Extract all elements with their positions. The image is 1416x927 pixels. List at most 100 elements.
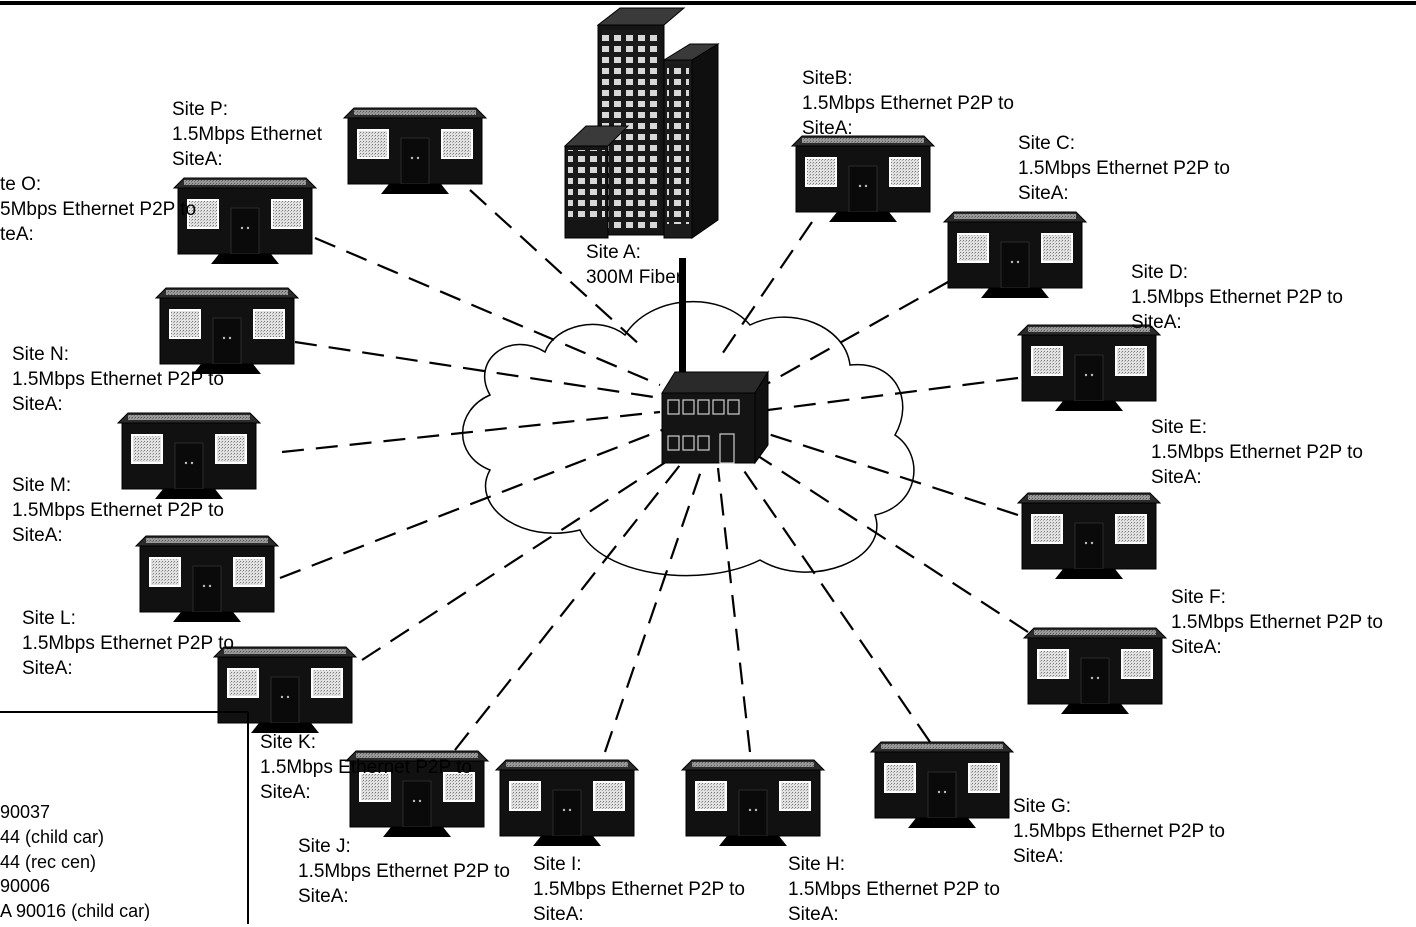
site-g-speed: 1.5Mbps Ethernet P2P to <box>1013 821 1225 842</box>
link-site-h <box>716 467 752 753</box>
link-site-j <box>454 464 681 751</box>
site-p-name: Site P: <box>172 99 228 120</box>
site-l-name: Site L: <box>22 608 76 629</box>
site-o-label: te O: 5Mbps Ethernet P2P to teA: <box>0 172 196 247</box>
site-j-house-icon <box>344 750 490 837</box>
site-i-speed: 1.5Mbps Ethernet P2P to <box>533 879 745 900</box>
site-f-house-icon <box>1022 627 1168 714</box>
site-g-name: Site G: <box>1013 796 1072 817</box>
site-l-label: Site L: 1.5Mbps Ethernet P2P to SiteA: <box>22 606 234 681</box>
site-houses-group <box>116 107 1168 846</box>
site-h-target: SiteA: <box>788 904 839 925</box>
site-j-speed: 1.5Mbps Ethernet P2P to <box>298 861 510 882</box>
site-e-name: Site E: <box>1151 417 1207 438</box>
link-site-o <box>314 236 661 387</box>
site-e-label: Site E: 1.5Mbps Ethernet P2P to SiteA: <box>1151 415 1363 490</box>
site-n-name: Site N: <box>12 344 70 365</box>
site-g-house-icon <box>869 741 1015 828</box>
site-o-house-icon <box>172 177 318 264</box>
link-site-f <box>751 451 1029 633</box>
site-p-house-icon <box>342 107 488 194</box>
legend-line: 90037 <box>0 802 51 822</box>
site-c-house-icon <box>942 211 1088 298</box>
site-l-speed: 1.5Mbps Ethernet P2P to <box>22 633 234 654</box>
building-icon <box>563 7 720 239</box>
site-k-target: SiteA: <box>260 782 311 803</box>
site-p-speed: 1.5Mbps Ethernet <box>172 124 322 145</box>
site-o-speed: 5Mbps Ethernet P2P to <box>0 199 197 220</box>
link-site-c <box>764 281 949 386</box>
site-c-name: Site C: <box>1018 133 1076 154</box>
site-i-target: SiteA: <box>533 904 584 925</box>
site-h-speed: 1.5Mbps Ethernet P2P to <box>788 879 1000 900</box>
site-k-speed: 1.5Mbps Ethernet P2P to <box>260 757 472 778</box>
site-a-name: Site A: <box>586 242 641 263</box>
site-g-target: SiteA: <box>1013 846 1064 867</box>
site-j-name: Site J: <box>298 836 351 857</box>
site-p-label: Site P: 1.5Mbps Ethernet SiteA: <box>172 97 322 172</box>
site-e-house-icon <box>1016 492 1162 579</box>
site-f-label: Site F: 1.5Mbps Ethernet P2P to SiteA: <box>1171 585 1383 660</box>
link-site-m <box>281 410 661 454</box>
site-o-target: teA: <box>0 224 34 245</box>
site-a-label: Site A: 300M Fiber <box>586 240 682 290</box>
legend-line: 44 (rec cen) <box>0 852 97 872</box>
legend-line: 44 (child car) <box>0 827 105 847</box>
site-d-target: SiteA: <box>1131 312 1182 333</box>
link-site-p <box>469 189 641 346</box>
link-site-b <box>717 221 813 361</box>
site-n-target: SiteA: <box>12 394 63 415</box>
router-antenna <box>679 258 686 374</box>
site-h-name: Site H: <box>788 854 846 875</box>
site-n-house-icon <box>154 287 300 374</box>
site-j-label: Site J: 1.5Mbps Ethernet P2P to SiteA: <box>298 834 510 909</box>
site-b-target: SiteA: <box>802 118 853 139</box>
site-l-target: SiteA: <box>22 658 73 679</box>
link-site-i <box>603 467 704 753</box>
site-c-label: Site C: 1.5Mbps Ethernet P2P to SiteA: <box>1018 131 1230 206</box>
site-o-name: te O: <box>0 174 42 195</box>
site-k-name: Site K: <box>260 732 316 753</box>
link-site-n <box>294 340 661 400</box>
site-h-house-icon <box>680 759 826 846</box>
site-d-speed: 1.5Mbps Ethernet P2P to <box>1131 287 1343 308</box>
site-k-label: Site K: 1.5Mbps Ethernet P2P to SiteA: <box>260 730 472 805</box>
site-f-target: SiteA: <box>1171 637 1222 658</box>
site-l-house-icon <box>134 535 280 622</box>
site-g-label: Site G: 1.5Mbps Ethernet P2P to SiteA: <box>1013 794 1225 869</box>
site-c-speed: 1.5Mbps Ethernet P2P to <box>1018 158 1230 179</box>
site-i-label: Site I: 1.5Mbps Ethernet P2P to SiteA: <box>533 852 745 927</box>
site-j-target: SiteA: <box>298 886 349 907</box>
site-h-label: Site H: 1.5Mbps Ethernet P2P to SiteA: <box>788 852 1000 927</box>
site-m-label: Site M: 1.5Mbps Ethernet P2P to SiteA: <box>12 473 224 548</box>
site-b-speed: 1.5Mbps Ethernet P2P to <box>802 93 1014 114</box>
site-n-speed: 1.5Mbps Ethernet P2P to <box>12 369 224 390</box>
site-m-speed: 1.5Mbps Ethernet P2P to <box>12 500 224 521</box>
link-site-d <box>767 376 1019 412</box>
legend-line: 90006 <box>0 876 51 896</box>
site-d-house-icon <box>1016 324 1162 411</box>
site-m-target: SiteA: <box>12 525 63 546</box>
legend-line: A 90016 (child car) <box>0 901 151 921</box>
site-m-house-icon <box>116 412 262 499</box>
site-f-speed: 1.5Mbps Ethernet P2P to <box>1171 612 1383 633</box>
site-c-target: SiteA: <box>1018 183 1069 204</box>
link-site-l <box>279 428 663 580</box>
links-group <box>279 189 1029 753</box>
site-e-target: SiteA: <box>1151 467 1202 488</box>
site-e-speed: 1.5Mbps Ethernet P2P to <box>1151 442 1363 463</box>
link-site-k <box>361 457 673 661</box>
site-d-name: Site D: <box>1131 262 1189 283</box>
site-k-house-icon <box>212 646 358 733</box>
site-b-label: SiteB: 1.5Mbps Ethernet P2P to SiteA: <box>802 66 1014 141</box>
site-n-label: Site N: 1.5Mbps Ethernet P2P to SiteA: <box>12 342 224 417</box>
site-i-name: Site I: <box>533 854 582 875</box>
link-site-e <box>761 430 1019 517</box>
site-b-name: SiteB: <box>802 68 853 89</box>
site-a-link: 300M Fiber <box>586 267 683 288</box>
site-b-house-icon <box>790 135 936 222</box>
site-d-label: Site D: 1.5Mbps Ethernet P2P to SiteA: <box>1131 260 1343 335</box>
site-i-house-icon <box>494 759 640 846</box>
site-p-target: SiteA: <box>172 149 223 170</box>
